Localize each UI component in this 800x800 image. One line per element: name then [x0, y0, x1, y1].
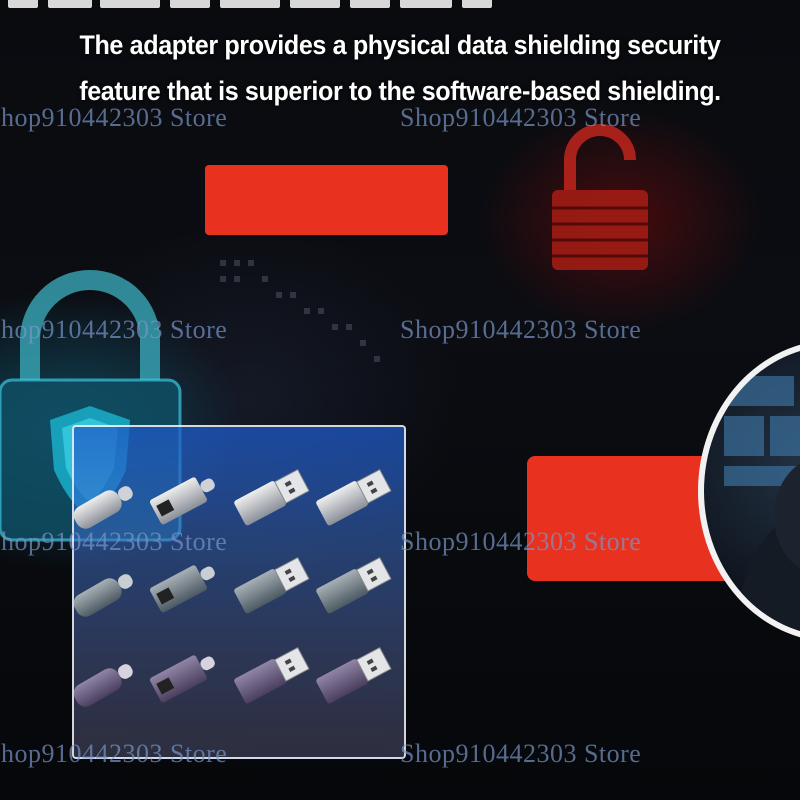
- headline: The adapter provides a physical data shi…: [28, 22, 772, 114]
- open-padlock-icon: [552, 124, 648, 270]
- cropped-top-text: [0, 0, 800, 14]
- usb-a-plug: [316, 646, 392, 704]
- store-watermark: Shop910442303 Store: [0, 315, 228, 344]
- adapter-product-grid: [74, 468, 392, 707]
- store-watermark: Shop910442303 Store: [0, 527, 228, 556]
- product-image-panel: [72, 425, 406, 759]
- usb-a-plug: [234, 646, 310, 704]
- hacker-portrait: [698, 340, 800, 642]
- usb-a-to-c-adapter: [149, 655, 215, 703]
- usb-a-to-c-adapter: [149, 565, 215, 613]
- usb-a-to-c-adapter: [149, 477, 215, 525]
- store-watermark: Shop910442303 Store: [0, 103, 228, 132]
- usb-a-plug: [316, 468, 392, 526]
- headline-line-2: feature that is superior to the software…: [79, 76, 721, 106]
- usb-c-adapter: [74, 664, 133, 707]
- usb-a-plug: [234, 556, 310, 614]
- store-watermark: Shop910442303 Store: [400, 103, 642, 132]
- usb-c-adapter: [74, 574, 133, 617]
- headline-line-1: The adapter provides a physical data shi…: [79, 30, 721, 60]
- store-watermark: Shop910442303 Store: [400, 315, 642, 344]
- store-watermark: Shop910442303 Store: [0, 739, 228, 768]
- circuit-board-background: [220, 260, 380, 362]
- store-watermark: Shop910442303 Store: [400, 739, 642, 768]
- usb-a-plug: [316, 556, 392, 614]
- red-redaction-block: [205, 165, 448, 235]
- usb-c-adapter: [74, 486, 133, 529]
- usb-a-plug: [234, 468, 310, 526]
- store-watermark: Shop910442303 Store: [400, 527, 642, 556]
